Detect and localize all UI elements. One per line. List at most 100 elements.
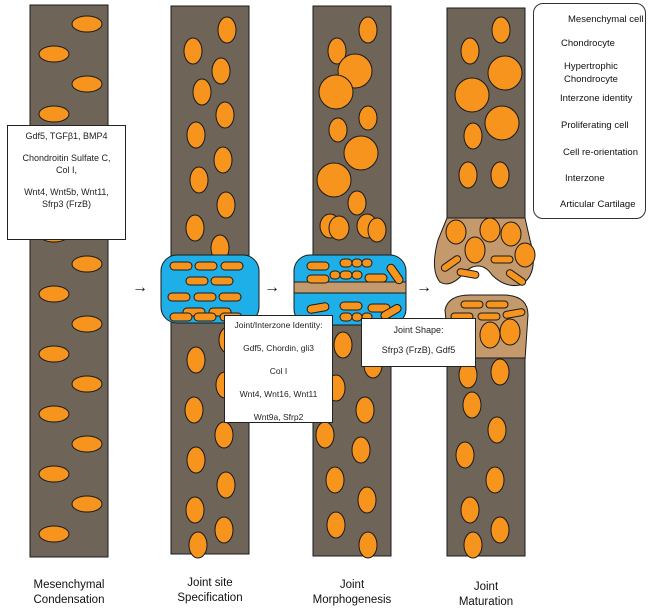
- stage-1-condensation: [29, 4, 109, 558]
- stage-label-line: Mesenchymal: [33, 579, 105, 591]
- mesenchymal-cell: [71, 315, 103, 333]
- stage-label-line: Condensation: [33, 594, 105, 606]
- stage-label-line: Maturation: [458, 596, 514, 608]
- chondrocyte: [487, 416, 507, 444]
- legend-label-mesenchymal-cell: Mesenchymal cell: [568, 14, 644, 25]
- interzone-cell: [477, 312, 501, 321]
- chondrocyte: [316, 162, 352, 198]
- chondrocyte: [464, 236, 486, 264]
- chondrocyte: [192, 78, 212, 106]
- legend-label-articular-cartilage: Articular Cartilage: [560, 199, 636, 210]
- marker-line: Col I: [269, 366, 288, 376]
- chondrocyte: [213, 146, 233, 174]
- interzone-identity-cell: [185, 276, 209, 286]
- arrow-icon: →: [132, 279, 148, 296]
- stage-label-line: Joint: [473, 581, 499, 593]
- chondrocyte: [186, 446, 206, 474]
- chondrocyte: [358, 16, 378, 44]
- chondrocyte: [358, 105, 378, 131]
- interzone-cell: [306, 274, 330, 284]
- stage-label-line: Joint site: [187, 577, 233, 589]
- interzone-cell: [339, 301, 363, 311]
- chondrocyte: [214, 516, 234, 544]
- mesenchymal-cell: [38, 285, 70, 303]
- legend-label-interzone: Interzone: [565, 173, 605, 184]
- chondrocyte: [499, 318, 521, 346]
- interzone-identity-box: Joint/Interzone Identity: Gdf5, Chordin,…: [224, 315, 333, 423]
- interzone-cell: [361, 258, 373, 268]
- interzone-cell: [306, 261, 330, 271]
- chondrocyte: [216, 471, 236, 499]
- chondrocyte: [487, 55, 523, 91]
- chondrocyte: [186, 121, 206, 149]
- chondrocyte: [490, 358, 510, 386]
- interzone-cell: [460, 300, 484, 309]
- interzone-cell: [351, 270, 363, 280]
- chondrocyte: [185, 496, 205, 524]
- interzone-identity-cell: [167, 292, 191, 302]
- legend-label-interzone-identity: Interzone identity: [560, 93, 633, 104]
- interzone-cell: [485, 300, 509, 309]
- chondrocyte: [458, 161, 478, 189]
- tissue-column-upper: [312, 5, 392, 257]
- interzone-cell: [364, 273, 388, 283]
- mesenchymal-cell: [71, 255, 103, 273]
- chondrocyte: [445, 219, 467, 245]
- chondrocyte: [315, 421, 335, 449]
- stage-4-maturation: [434, 7, 536, 559]
- interzone-cell: [502, 308, 526, 319]
- chondrocyte: [484, 105, 520, 141]
- mesenchymal-cell: [71, 495, 103, 513]
- mesenchymal-cell: [71, 75, 103, 93]
- chondrocyte: [355, 396, 375, 424]
- chondrocyte: [217, 16, 237, 44]
- interzone-identity-cell: [193, 292, 217, 302]
- legend-label-cell-reorientation: Cell re-orientation: [563, 147, 638, 158]
- chondrocyte: [463, 122, 483, 150]
- interzone-identity-cell: [218, 292, 242, 302]
- mesenchymal-cell: [71, 375, 103, 393]
- chondrocyte: [460, 496, 480, 524]
- chondrocyte: [183, 37, 203, 65]
- chondrocyte: [333, 331, 353, 359]
- reoriented-cell: [456, 268, 480, 279]
- interzone-cell: [351, 258, 363, 268]
- interzone-cell: [339, 270, 353, 280]
- interzone-identity-cell: [210, 276, 234, 286]
- marker-line: Wnt4, Wnt5b, Wnt11,: [24, 187, 109, 197]
- chondrocyte: [485, 466, 505, 494]
- legend-label-chondrocyte: Chondrocyte: [561, 38, 615, 49]
- stage-2-specification: [160, 5, 260, 559]
- chondrocyte: [327, 37, 347, 65]
- chondrocyte: [186, 346, 206, 374]
- chondrocyte: [514, 242, 536, 268]
- chondrocyte: [326, 511, 346, 539]
- interzone-region: [160, 254, 260, 324]
- marker-line: Gdf5, Chordin, gli3: [243, 343, 314, 353]
- legend-label-hypertrophic-line2: Chondrocyte: [564, 74, 618, 85]
- mesenchymal-cell: [38, 345, 70, 363]
- stage-label-morphogenesis: Joint Morphogenesis: [297, 578, 407, 608]
- marker-heading: Joint/Interzone Identity:: [234, 320, 323, 330]
- legend: Mesenchymal cell Chondrocyte Hypertrophi…: [533, 3, 646, 219]
- chondrocyte: [328, 215, 350, 241]
- interzone-identity-cell: [169, 312, 193, 322]
- chondrocyte: [318, 74, 354, 110]
- chondrocyte: [184, 396, 204, 424]
- chondrocyte: [463, 531, 483, 559]
- mesenchymal-cell: [71, 435, 103, 453]
- marker-line: Sfrp3 (FrzB), Gdf5: [381, 345, 456, 355]
- mesenchymal-cell: [38, 465, 70, 483]
- interzone-identity-cell: [193, 312, 217, 322]
- chondrocyte: [479, 217, 501, 243]
- condensation-markers-box: Gdf5, TGFβ1, BMP4 Chondroitin Sulfate C,…: [7, 125, 126, 240]
- stage-3-morphogenesis: [293, 5, 407, 559]
- chondrocyte: [491, 16, 511, 44]
- interzone-identity-cell: [220, 261, 244, 271]
- marker-line: Wnt9a, Sfrp2: [253, 412, 304, 422]
- chondrocyte: [479, 321, 501, 349]
- mesenchymal-cell: [38, 105, 70, 123]
- stage-label-line: Morphogenesis: [312, 594, 392, 606]
- joint-shape-box: Joint Shape: Sfrp3 (FrzB), Gdf5: [361, 318, 476, 367]
- chondrocyte: [328, 117, 348, 143]
